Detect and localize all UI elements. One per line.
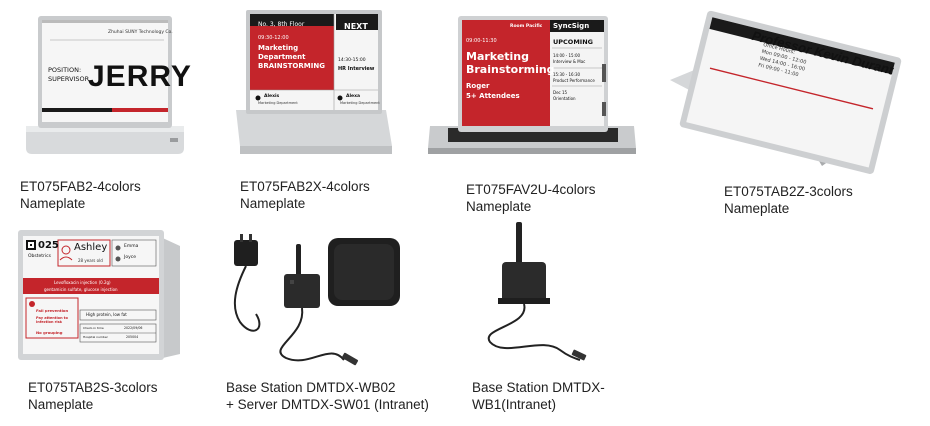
caption-line-1: ET075FAV2U-4colors <box>466 182 596 197</box>
product-caption: Base Station DMTDX-WB02 + Server DMTDX-S… <box>226 379 429 413</box>
screen-person-left-dept: Marketing Department <box>258 101 298 105</box>
caption-line-1: Base Station DMTDX- <box>472 380 605 395</box>
product-caption: Base Station DMTDX- WB1(Intranet) <box>472 379 605 413</box>
product-caption: ET075FAV2U-4colors Nameplate <box>466 181 596 215</box>
caption-line-2: Nameplate <box>28 397 94 412</box>
screen-nurse-2: Joyce <box>124 255 136 260</box>
screen-upcoming-label: UPCOMING <box>553 38 593 46</box>
caption-line-1: ET075TAB2Z-3colors <box>724 184 853 199</box>
product-et075tab2z[interactable]: Room #233 Professor Kevin Durant Office … <box>664 6 920 178</box>
screen-position-value: SUPERVISOR <box>48 75 90 83</box>
screen-person-right: Alexa <box>346 94 361 99</box>
screen-patient: Ashley <box>74 242 108 253</box>
screen-age: 28 years old <box>78 258 103 263</box>
screen-room: Room Pacific <box>510 24 543 29</box>
screen-warning-1: Fall prevention <box>36 308 69 313</box>
screen-position-label: POSITION: <box>48 66 82 74</box>
caption-line-2: + Server DMTDX-SW01 (Intranet) <box>226 397 429 412</box>
nameplate-image <box>236 10 392 154</box>
screen-time-main: 09:00-11:30 <box>466 38 497 44</box>
screen-event-line-3: BRAINSTORMING <box>258 62 325 70</box>
screen-warning-2: Pay attention to infection risk <box>36 316 68 324</box>
product-et075tab2s[interactable]: 025 Obstetrics Ashley 28 years old Emma … <box>14 226 184 364</box>
screen-attendees: 5+ Attendees <box>466 92 520 100</box>
screen-next-label: NEXT <box>344 22 368 31</box>
product-et075fav2u[interactable]: Room Pacific SyncSign 09:00-11:30 UPCOMI… <box>428 14 640 174</box>
screen-time-main: 09:30-12:00 <box>258 35 289 41</box>
screen-company: Zhuhai SUNY Technology Co. <box>108 30 173 35</box>
caption-line-2: Nameplate <box>20 196 86 211</box>
screen-person-left: Alexis <box>264 94 280 99</box>
screen-diet: High protein, low fat <box>86 312 127 317</box>
screen-medication-1: Levofloxacin injection (0.2g) <box>54 280 111 285</box>
product-base-station-wb1[interactable] <box>476 218 596 368</box>
caption-line-2: Nameplate <box>724 201 790 216</box>
caption-line-2: WB1(Intranet) <box>472 397 557 412</box>
screen-name: JERRY <box>88 60 192 93</box>
screen-checkin-label: Check-in time <box>83 326 104 330</box>
product-caption: ET075FAB2-4colors Nameplate <box>20 178 141 212</box>
screen-event-line-2: Brainstorming <box>466 63 555 76</box>
screen-next-time: 14:30-15:00 <box>338 58 366 63</box>
product-base-station-wb02-server[interactable] <box>226 226 426 376</box>
screen-medication-2: gentamicin sulfate, glucose injection <box>44 287 118 292</box>
screen-nurse-1: Emma <box>124 244 139 249</box>
screen-next-event: HR Interview <box>338 66 375 72</box>
screen-event-line-1: Marketing <box>258 44 299 52</box>
caption-line-1: ET075FAB2X-4colors <box>240 179 370 194</box>
upcoming-time-3: Dec 15 <box>553 90 568 95</box>
screen-event-line-2: Department <box>258 53 306 61</box>
screen-brand: SyncSign <box>553 22 590 30</box>
upcoming-time-2: 15:30 - 16:30 <box>553 72 581 77</box>
screen-warning-3: No grouping <box>36 330 63 335</box>
screen-event-line-1: Marketing <box>466 50 530 63</box>
nameplate-image <box>26 16 184 154</box>
base-station-image <box>487 222 587 361</box>
base-station-server-image <box>233 234 400 366</box>
nameplate-image <box>428 16 636 154</box>
upcoming-title-3: Orientation <box>553 96 576 101</box>
product-caption: ET075FAB2X-4colors Nameplate <box>240 178 370 212</box>
product-caption: ET075TAB2Z-3colors Nameplate <box>724 183 853 217</box>
nameplate-image <box>18 230 180 360</box>
caption-line-1: ET075FAB2-4colors <box>20 179 141 194</box>
screen-organizer: Roger <box>466 82 490 90</box>
caption-line-1: Base Station DMTDX-WB02 <box>226 380 396 395</box>
screen-hospital-label: Hospital number <box>83 335 108 339</box>
upcoming-title-2: Product Performance <box>553 78 595 83</box>
screen-ward: Obstetrics <box>28 254 51 259</box>
product-et075fab2x[interactable]: No. 3, 8th Floor NEXT 09:30-12:00 Market… <box>236 6 396 166</box>
caption-line-1: ET075TAB2S-3colors <box>28 380 158 395</box>
screen-room: No. 3, 8th Floor <box>258 21 305 28</box>
product-et075fab2[interactable]: Zhuhai SUNY Technology Co. POSITION: SUP… <box>20 8 192 168</box>
upcoming-title-1: Interview & Mac <box>553 59 586 64</box>
upcoming-time-1: 14:00 - 15:00 <box>553 53 581 58</box>
screen-checkin-value: 2022/09/06 <box>124 326 143 330</box>
nameplate-image <box>670 10 902 174</box>
screen-hospital-value: 205004 <box>126 335 139 339</box>
product-caption: ET075TAB2S-3colors Nameplate <box>28 379 158 413</box>
caption-line-2: Nameplate <box>240 196 306 211</box>
screen-person-right-dept: Marketing Department <box>340 101 380 105</box>
screen-bed-number: 025 <box>38 240 59 251</box>
caption-line-2: Nameplate <box>466 199 532 214</box>
